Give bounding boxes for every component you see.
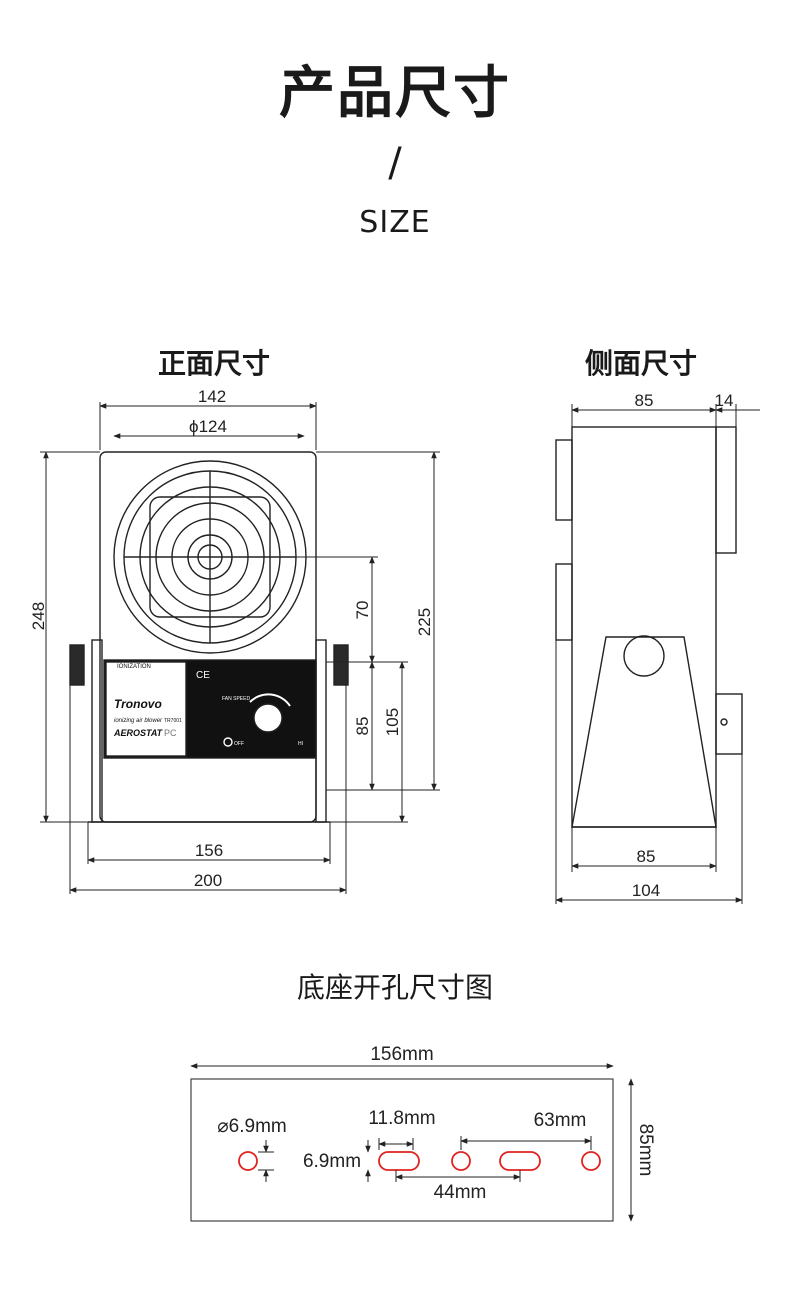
series-suffix-label: PC bbox=[164, 728, 177, 738]
base-plate bbox=[190, 1078, 614, 1222]
front-view-title: 正面尺寸 bbox=[158, 347, 271, 380]
dim-h105: 105 bbox=[383, 708, 402, 736]
off-label: OFF bbox=[234, 741, 244, 747]
dim-side-top-back: 14 bbox=[715, 391, 734, 410]
series-label: AEROSTAT bbox=[113, 728, 164, 738]
side-back-upper bbox=[715, 426, 737, 554]
dim-spacing-63: 63mm bbox=[534, 1110, 587, 1131]
mount-hole-1 bbox=[238, 1151, 258, 1171]
side-knob-right bbox=[333, 644, 349, 686]
base-view-title: 底座开孔尺寸图 bbox=[296, 971, 493, 1004]
hi-label: HI bbox=[298, 741, 303, 747]
front-view bbox=[69, 451, 349, 823]
dim-side-base-depth: 85 bbox=[637, 847, 656, 866]
dim-slot-width: 11.8mm bbox=[368, 1108, 435, 1129]
side-view bbox=[555, 426, 743, 828]
page-subtitle: SIZE bbox=[359, 205, 431, 240]
dim-base-length: 156mm bbox=[370, 1044, 433, 1065]
dim-hole-diameter: ⌀6.9mm bbox=[217, 1116, 287, 1137]
front-bracket-right bbox=[315, 639, 327, 823]
dim-h85: 85 bbox=[353, 717, 372, 736]
dim-base-outer: 200 bbox=[194, 871, 222, 890]
mount-hole-2 bbox=[451, 1151, 471, 1171]
mount-slot-1 bbox=[378, 1151, 420, 1171]
mount-hole-3 bbox=[581, 1151, 601, 1171]
dim-spacing-44: 44mm bbox=[434, 1182, 487, 1203]
dim-base-height: 85mm bbox=[635, 1124, 656, 1177]
dim-fan-diameter: ϕ124 bbox=[189, 417, 227, 436]
dim-h225: 225 bbox=[415, 608, 434, 636]
page-title: 产品尺寸 bbox=[279, 61, 511, 126]
fan-speed-label: FAN SPEED bbox=[222, 696, 250, 702]
side-view-title: 侧面尺寸 bbox=[585, 347, 698, 380]
mount-slot-2 bbox=[499, 1151, 541, 1171]
title-slash: / bbox=[388, 140, 402, 186]
side-stand bbox=[571, 636, 717, 828]
ce-mark: CE bbox=[196, 670, 210, 681]
dim-slot-height: 6.9mm bbox=[303, 1151, 361, 1172]
side-front-lip-top bbox=[555, 439, 573, 521]
dim-side-top-depth: 85 bbox=[635, 391, 654, 410]
fan-speed-knob bbox=[253, 703, 283, 733]
side-knob bbox=[623, 635, 665, 677]
product-label: ionizing air blower bbox=[114, 718, 163, 724]
brand-label: Tronovo bbox=[114, 697, 162, 711]
front-housing-outline bbox=[99, 451, 317, 823]
dim-front-width-top: 142 bbox=[198, 387, 226, 406]
side-front-lip-mid bbox=[555, 563, 573, 641]
model-label: TR7001 bbox=[164, 718, 182, 724]
ionization-label: IONIZATION bbox=[117, 664, 151, 670]
dim-h70: 70 bbox=[353, 601, 372, 620]
side-knob-left bbox=[69, 644, 85, 686]
dim-base-inner: 156 bbox=[195, 841, 223, 860]
side-back-lower bbox=[715, 693, 743, 755]
control-panel-label bbox=[105, 661, 187, 757]
dim-side-total-depth: 104 bbox=[632, 881, 660, 900]
side-housing-outline bbox=[571, 426, 717, 828]
base-plate-outline bbox=[190, 1078, 614, 1222]
dim-front-height: 248 bbox=[29, 602, 48, 630]
